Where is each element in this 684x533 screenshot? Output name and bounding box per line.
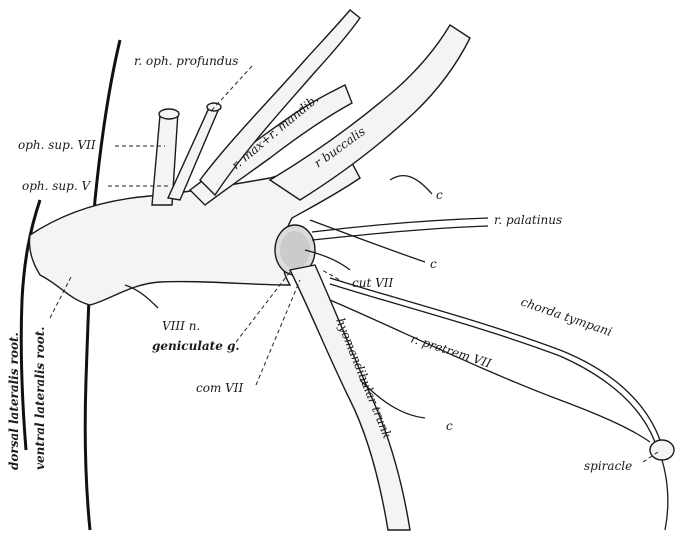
twig-c-upper [390, 176, 432, 194]
label-ventral-lateralis-root: ventral lateralis root. [33, 327, 47, 470]
label-chorda-tympani: chorda tympani [519, 295, 614, 339]
hyomandibular-trunk-branch [290, 265, 410, 530]
label-geniculate-g: geniculate g. [152, 339, 240, 353]
label-dorsal-lateralis-root: dorsal lateralis root. [7, 332, 21, 470]
spiracle-tail [662, 460, 668, 530]
leader-cut-vii [322, 270, 345, 283]
label-c-middle: c [430, 257, 437, 271]
label-r-palatinus: r. palatinus [494, 213, 562, 227]
label-viii-n: VIII n. [162, 319, 200, 333]
label-oph-sup-vii: oph. sup. VII [18, 138, 96, 152]
label-r-oph-profundus: r. oph. profundus [134, 54, 238, 68]
label-cut-vii: cut VII [352, 276, 393, 290]
label-spiracle: spiracle [584, 459, 632, 473]
leader-oph-profundus [212, 66, 252, 110]
leader-com-vii [256, 280, 300, 385]
r-palatinus-branch-2 [312, 226, 488, 240]
r-palatinus-branch [312, 218, 488, 232]
label-oph-sup-v: oph. sup. V [22, 179, 91, 193]
label-c-lower: c [446, 419, 453, 433]
label-c-upper: c [436, 188, 443, 202]
label-com-vii: com VII [196, 381, 244, 395]
spiracle-shape [650, 440, 674, 460]
oph-sup-v-cap [207, 103, 221, 111]
label-r-pretrem-vii: r. pretrem VII [409, 332, 493, 371]
oph-sup-vii-cap [159, 109, 179, 119]
